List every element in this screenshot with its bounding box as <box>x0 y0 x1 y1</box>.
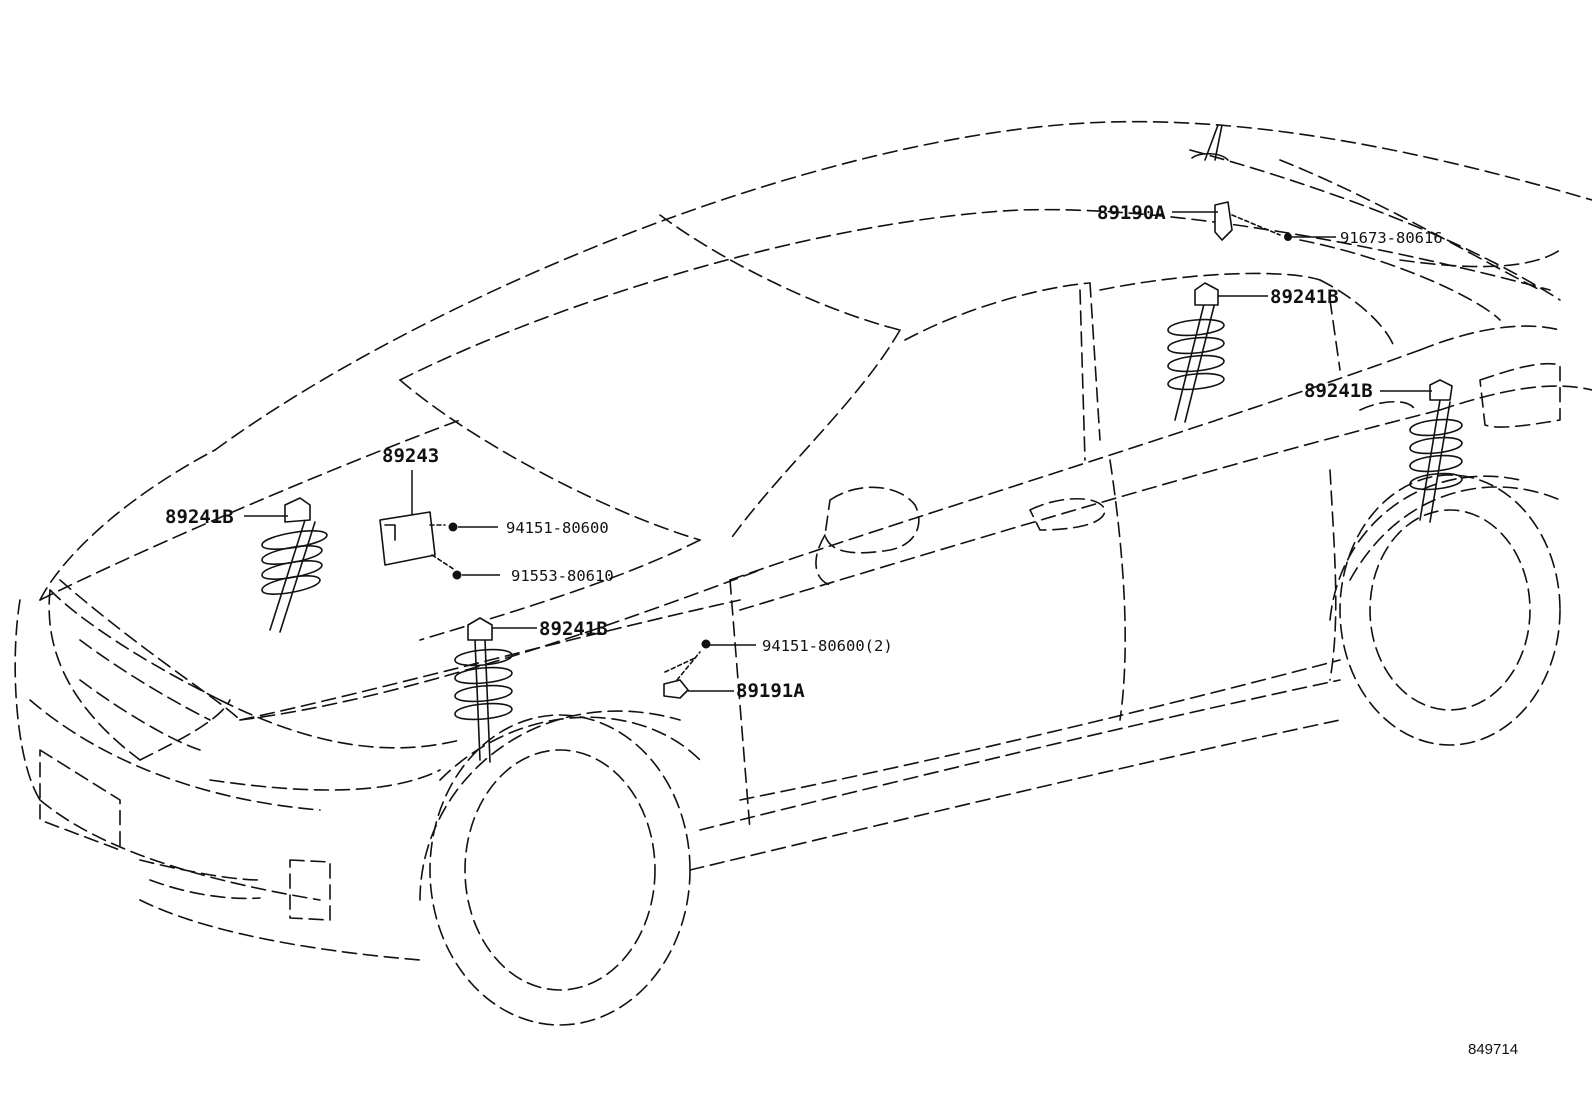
callout-89191a: 89191A <box>736 680 805 702</box>
callout-91553-80610: 91553-80610 <box>511 567 614 585</box>
height-sensor-89190a <box>1214 201 1281 241</box>
front-left-strut <box>261 497 328 633</box>
rear-left-strut <box>1167 282 1225 423</box>
callout-94151-80600: 94151-80600 <box>506 519 609 537</box>
callout-labels: 89190A 91673-80616 89241B 89241B 89243 8… <box>165 202 1443 702</box>
diagram-reference-number: 849714 <box>1468 1041 1518 1058</box>
height-sensor-89191a <box>663 651 701 699</box>
height-control-computer-89243 <box>379 511 456 571</box>
callout-89243: 89243 <box>382 445 439 467</box>
callout-89241b-front-left: 89241B <box>165 506 234 528</box>
callout-91673-80616: 91673-80616 <box>1340 229 1443 247</box>
leader-lines <box>244 211 1432 692</box>
callout-89241b-front-right: 89241B <box>539 618 608 640</box>
front-right-strut <box>454 617 513 763</box>
car-body-outline <box>14 120 1592 1026</box>
callout-89190a: 89190A <box>1097 202 1166 224</box>
rear-right-strut <box>1409 379 1463 523</box>
callout-94151-80600-2: 94151-80600(2) <box>762 637 893 655</box>
callout-89241b-rear-right: 89241B <box>1304 380 1373 402</box>
callout-89241b-rear-left: 89241B <box>1270 286 1339 308</box>
